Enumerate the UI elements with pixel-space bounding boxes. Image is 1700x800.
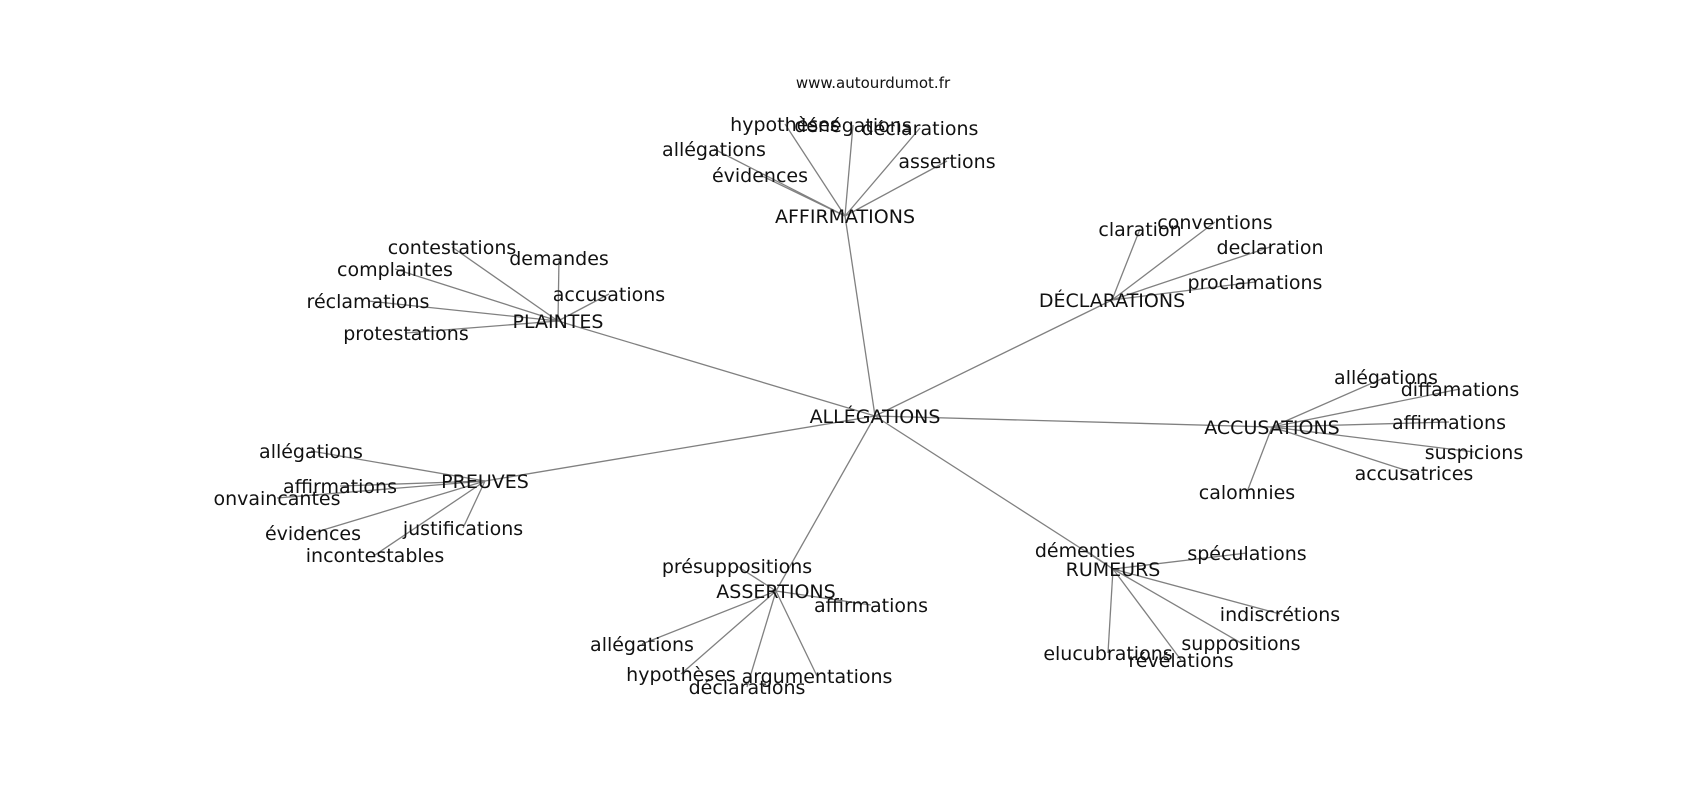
leaf-node: démenties — [1035, 540, 1135, 562]
leaf-node: declaration — [1217, 237, 1324, 259]
leaf-node: argumentations — [742, 666, 893, 688]
leaf-node: réclamations — [307, 291, 430, 313]
leaf-node: suspicions — [1425, 442, 1523, 464]
leaf-node: contestations — [388, 237, 517, 259]
hub-node-accusations: ACCUSATIONS — [1204, 417, 1339, 439]
leaf-node: évidences — [712, 165, 808, 187]
leaf-node: conventions — [1157, 212, 1272, 234]
edge-assertions-leaf — [641, 590, 777, 645]
leaf-node: hypothèses — [730, 114, 840, 136]
edge-root-accusations — [874, 415, 1273, 428]
hub-node-affirmations: AFFIRMATIONS — [775, 206, 915, 228]
leaf-node: indiscrétions — [1220, 604, 1340, 626]
edge-rumeurs-leaf — [1112, 568, 1182, 661]
edge-accusations-leaf — [1271, 426, 1475, 453]
edge-assertions-leaf — [736, 565, 777, 592]
leaf-node: présuppositions — [662, 556, 812, 578]
edge-plaintes-leaf — [557, 257, 560, 322]
leaf-node: accusations — [553, 284, 665, 306]
edge-plaintes-leaf — [451, 246, 559, 322]
leaf-node: dénégations — [794, 115, 911, 137]
leaf-node: évidences — [265, 523, 361, 545]
leaf-node: allégations — [590, 634, 694, 656]
edge-root-rumeurs — [874, 415, 1114, 570]
edge-root-preuves — [484, 415, 876, 482]
edge-declarations-leaf — [1111, 281, 1256, 301]
leaf-node: hypothèses — [626, 664, 736, 686]
leaf-node: claration — [1098, 219, 1181, 241]
leaf-node: affirmations — [1392, 412, 1506, 434]
hub-node-preuves: PREUVES — [441, 471, 529, 493]
graph-edges — [276, 123, 1475, 688]
edge-rumeurs-leaf — [1107, 568, 1114, 654]
edge-plaintes-leaf — [394, 268, 559, 322]
edge-affirmations-leaf — [784, 123, 846, 217]
edge-plaintes-leaf — [405, 320, 559, 334]
edge-preuves-leaf — [374, 480, 486, 556]
root-node: ALLÉGATIONS — [810, 405, 941, 428]
edge-rumeurs-leaf — [1084, 549, 1114, 570]
edge-accusations-leaf — [1246, 426, 1273, 493]
edge-affirmations-leaf — [844, 127, 921, 217]
leaf-node: diffamations — [1401, 379, 1520, 401]
edge-plaintes-leaf — [557, 293, 610, 322]
edge-assertions-leaf — [775, 590, 872, 606]
edge-affirmations-leaf — [759, 174, 846, 217]
leaf-node: révélations — [1128, 650, 1233, 672]
hub-node-assertions: ASSERTIONS — [716, 581, 835, 603]
leaf-node: allégations — [1334, 367, 1438, 389]
edge-declarations-leaf — [1111, 246, 1271, 301]
edge-accusations-leaf — [1271, 426, 1415, 474]
edge-declarations-leaf — [1111, 228, 1141, 301]
hub-node-declarations: DÉCLARATIONS — [1039, 289, 1185, 312]
hub-node-rumeurs: RUMEURS — [1066, 559, 1161, 581]
leaf-node: proclamations — [1188, 272, 1323, 294]
leaf-node: protestations — [343, 323, 469, 345]
graph-labels: ALLÉGATIONSAFFIRMATIONShypothèsesdénégat… — [213, 114, 1523, 699]
edge-root-affirmations — [844, 215, 876, 417]
leaf-node: accusatrices — [1355, 463, 1474, 485]
leaf-node: déclarations — [862, 118, 979, 140]
edge-accusations-leaf — [1271, 388, 1461, 428]
leaf-node: assertions — [898, 151, 995, 173]
edge-rumeurs-leaf — [1112, 552, 1248, 570]
edge-plaintes-leaf — [367, 300, 559, 322]
leaf-node: calomnies — [1199, 482, 1295, 504]
watermark-text: www.autourdumot.fr — [796, 74, 951, 92]
leaf-node: spéculations — [1187, 543, 1306, 565]
leaf-node: complaintes — [337, 259, 453, 281]
edge-accusations-leaf — [1271, 421, 1450, 428]
leaf-node: onvaincantes — [213, 488, 340, 510]
edge-preuves-leaf — [312, 480, 486, 534]
leaf-node: justifications — [402, 518, 523, 540]
edge-rumeurs-leaf — [1112, 568, 1281, 615]
edge-preuves-leaf — [462, 480, 486, 529]
hub-node-plaintes: PLAINTES — [513, 311, 604, 333]
edge-affirmations-leaf — [844, 160, 948, 217]
edge-declarations-leaf — [1111, 221, 1216, 301]
leaf-node: elucubrations — [1043, 643, 1172, 665]
leaf-node: allégations — [259, 441, 363, 463]
edge-assertions-leaf — [680, 590, 777, 675]
edge-preuves-leaf — [339, 480, 486, 487]
leaf-node: demandes — [509, 248, 609, 270]
edge-root-declarations — [874, 299, 1113, 417]
leaf-node: affirmations — [814, 595, 928, 617]
edge-root-plaintes — [557, 320, 876, 417]
leaf-node: allégations — [662, 139, 766, 161]
edge-preuves-leaf — [276, 480, 486, 499]
edge-rumeurs-leaf — [1112, 568, 1242, 644]
edge-assertions-leaf — [775, 590, 818, 677]
edge-root-assertions — [775, 415, 876, 592]
leaf-node: suppositions — [1181, 633, 1300, 655]
leaf-node: affirmations — [283, 476, 397, 498]
leaf-node: déclarations — [689, 677, 806, 699]
edge-accusations-leaf — [1271, 376, 1387, 428]
leaf-node: incontestables — [306, 545, 445, 567]
edge-preuves-leaf — [310, 450, 486, 482]
edge-assertions-leaf — [746, 590, 777, 688]
edge-affirmations-leaf — [844, 124, 854, 217]
